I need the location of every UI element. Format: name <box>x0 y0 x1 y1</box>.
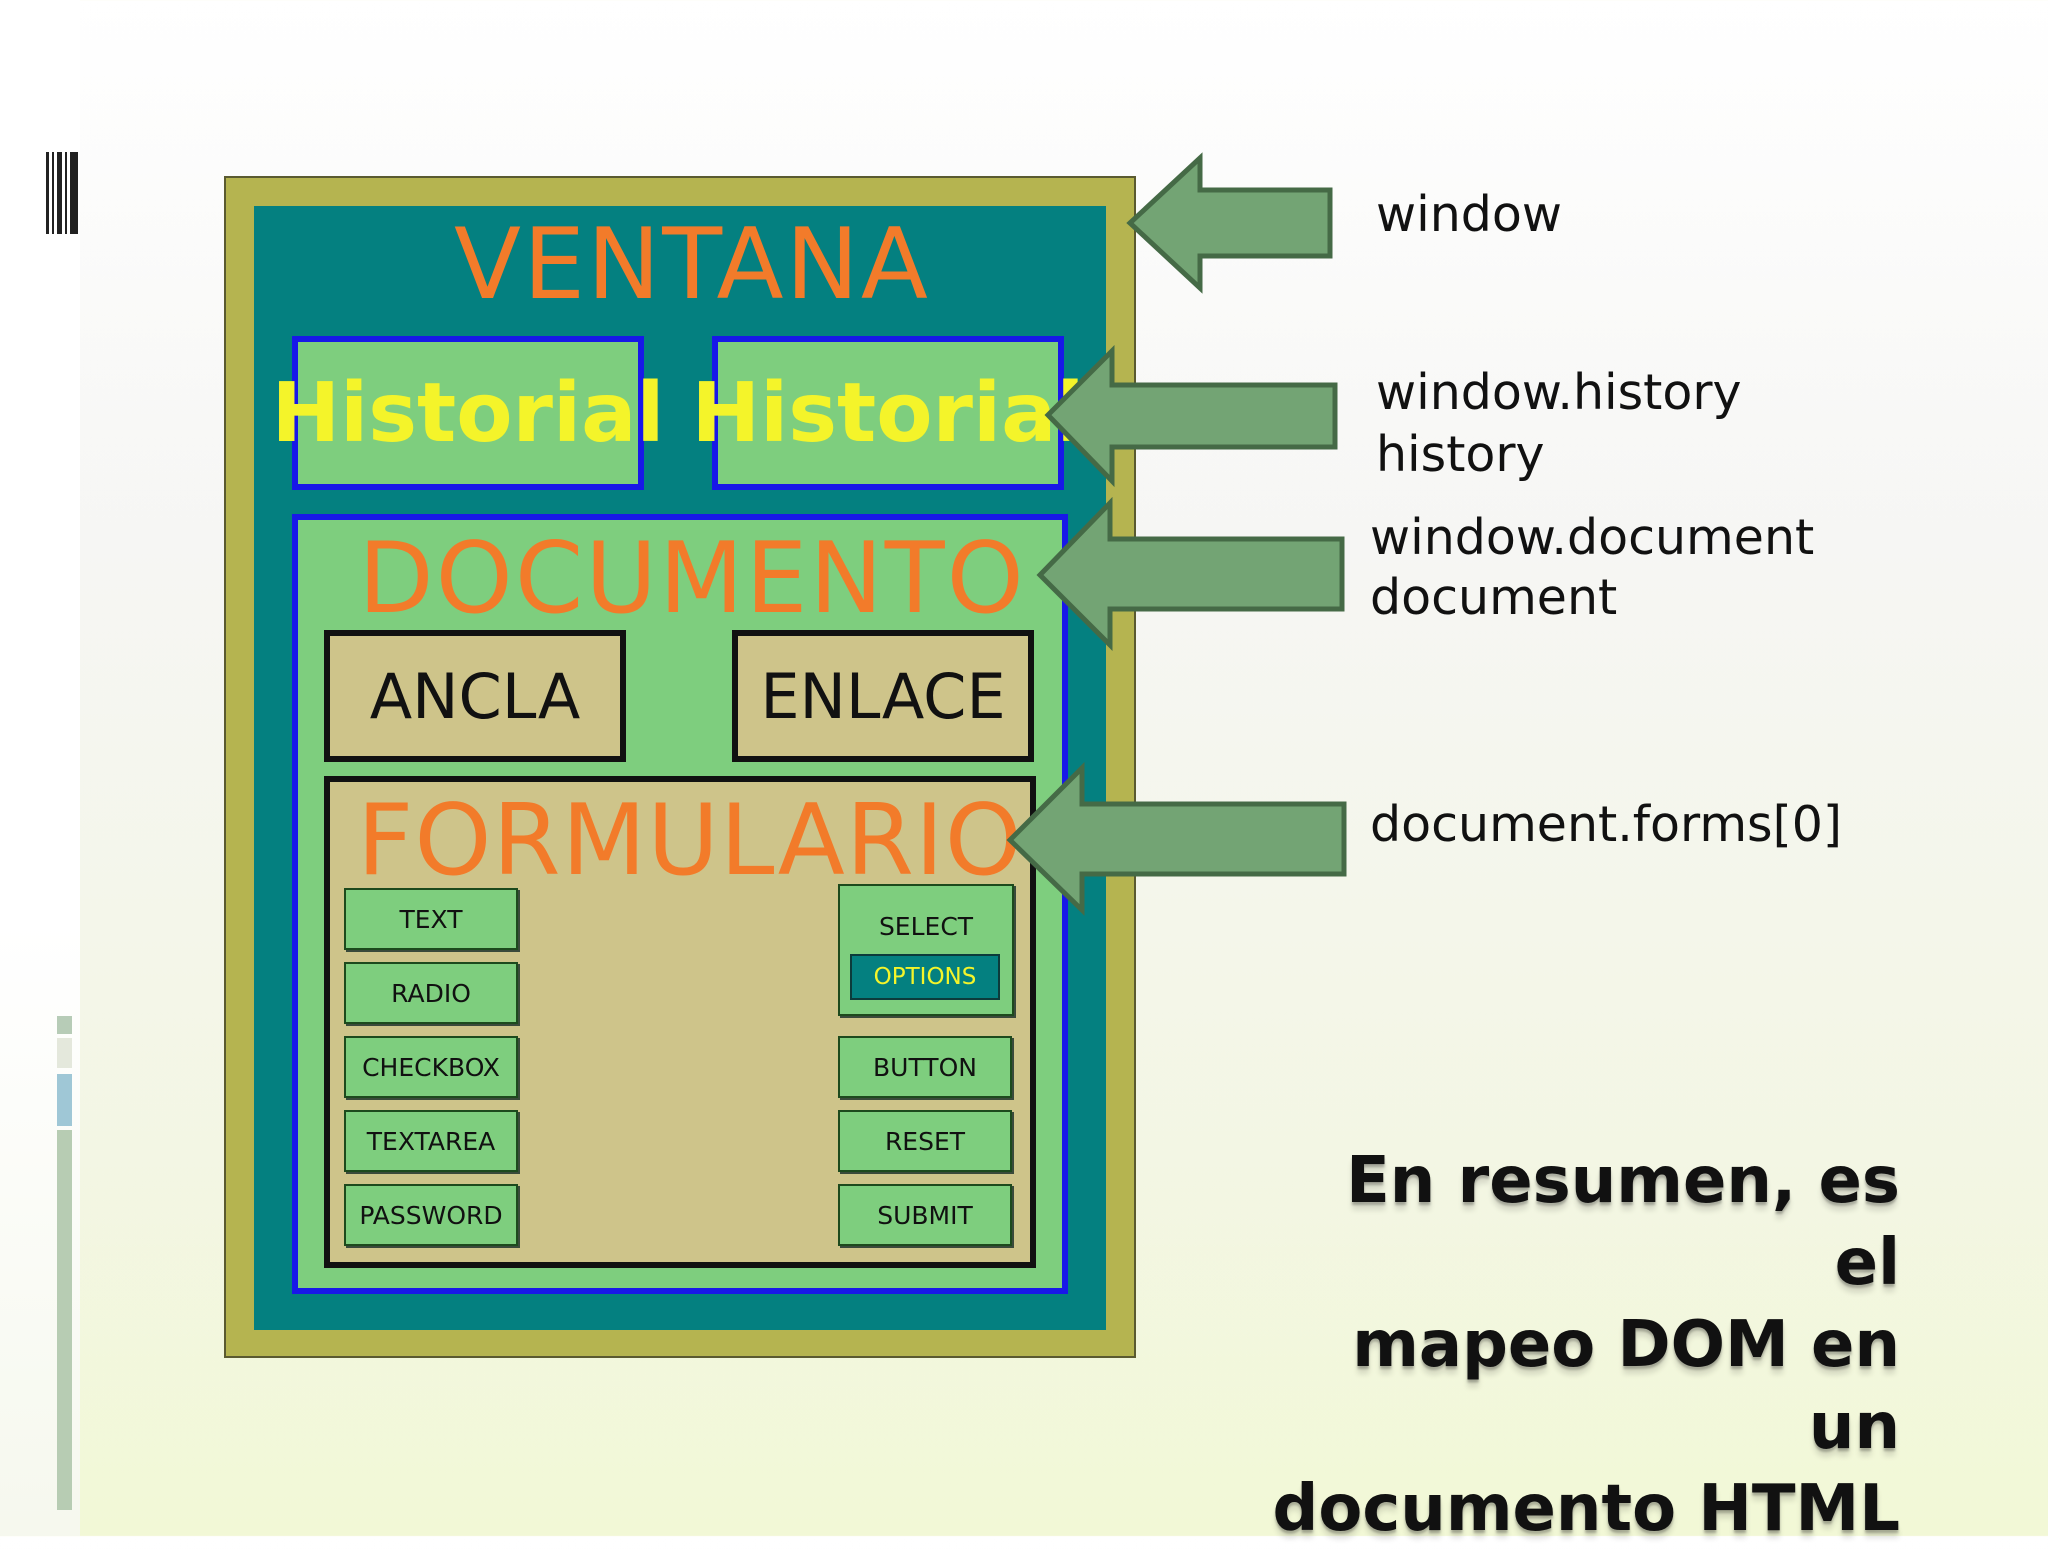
anchor-label: ANCLA <box>369 659 581 733</box>
stripe-decoration <box>57 1038 72 1068</box>
anchor-box: ANCLA <box>324 630 626 762</box>
form-label-line: document.forms[0] <box>1370 796 1842 853</box>
window-label-line: window <box>1376 186 1562 243</box>
document-arrow <box>1036 497 1345 652</box>
form-item-text: TEXT <box>344 888 518 950</box>
stripe-decoration <box>57 1016 72 1034</box>
link-label: ENLACE <box>760 659 1006 733</box>
form-item-checkbox: CHECKBOX <box>344 1036 518 1098</box>
document-label-line: document <box>1370 569 1618 626</box>
summary-line: documento HTML <box>1272 1472 1900 1546</box>
history-label-line: history <box>1376 426 1545 483</box>
link-box: ENLACE <box>732 630 1034 762</box>
form-item-password: PASSWORD <box>344 1184 518 1246</box>
document-label-line: window.document <box>1370 509 1815 566</box>
history-box-1: Historial <box>271 336 665 490</box>
form-item-reset: RESET <box>838 1110 1012 1172</box>
form-item-submit: SUBMIT <box>838 1184 1012 1246</box>
window-arrow <box>1126 152 1333 294</box>
form-item-textarea: TEXTAREA <box>344 1110 518 1172</box>
document-title: DOCUMENTO <box>358 522 1026 636</box>
form-arrow <box>1006 762 1347 916</box>
history-label: Historial <box>271 365 665 461</box>
slide-sidebar <box>0 0 80 1536</box>
stripe-decoration <box>57 1074 72 1126</box>
window-label: window <box>1376 184 1562 246</box>
history-box-2: Historial <box>691 336 1085 490</box>
window-title: VENTANA <box>454 208 930 322</box>
history-label-group: window.history history <box>1376 362 1742 486</box>
history-arrow <box>1044 345 1338 488</box>
summary-line: En resumen, es el <box>1346 1144 1900 1300</box>
document-label-group: window.document document <box>1370 508 1814 628</box>
form-item-radio: RADIO <box>344 962 518 1024</box>
form-title: FORMULARIO <box>357 784 1023 898</box>
form-item-select: SELECT OPTIONS <box>838 884 1014 1016</box>
summary-text: En resumen, es el mapeo DOM en un docume… <box>1260 1140 1900 1550</box>
select-label: SELECT <box>878 912 974 941</box>
stripe-decoration <box>57 1130 72 1510</box>
history-label-line: window.history <box>1376 364 1742 421</box>
select-options: OPTIONS <box>850 954 1000 1000</box>
summary-line: mapeo DOM en un <box>1352 1308 1900 1464</box>
form-label: document.forms[0] <box>1370 794 1842 856</box>
history-label: Historial <box>691 365 1085 461</box>
form-item-button: BUTTON <box>838 1036 1012 1098</box>
